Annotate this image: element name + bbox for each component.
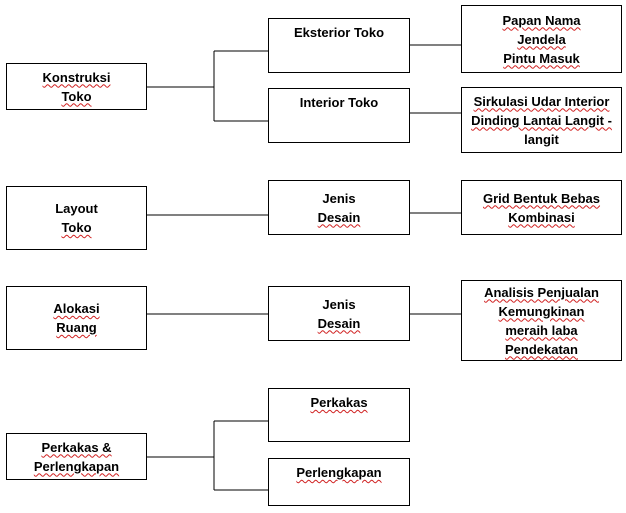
jenis-desain-line1: Jenis (322, 296, 356, 312)
kemungkinan-item: Kemungkinan (498, 303, 585, 319)
eksterior-toko-box: Eksterior Toko (268, 18, 410, 73)
perkakas-perlengkapan-line2: Perlengkapan (33, 458, 120, 474)
layout-items-box: Grid Bentuk Bebas Kombinasi (461, 180, 622, 235)
alokasi-ruang-line1: Alokasi (53, 301, 100, 316)
alokasi-ruang-box: Alokasi Ruang (6, 286, 147, 350)
jenis-desain-line2: Desain (317, 315, 361, 331)
jendela-item: Jendela (517, 31, 566, 47)
layout-toko-line1: Layout (55, 201, 98, 216)
interior-toko-box: Interior Toko (268, 88, 410, 143)
konstruksi-toko-line1: Konstruksi (42, 69, 111, 85)
alokasi-ruang-line2: Ruang (56, 320, 97, 335)
layout-toko-line2: Toko (61, 220, 92, 235)
langit-item: langit (524, 131, 559, 147)
pendekatan-item: Pendekatan (505, 341, 578, 357)
perkakas-perlengkapan-box: Perkakas & Perlengkapan (6, 433, 147, 480)
papan-nama-item: Papan Nama (502, 12, 581, 28)
pintu-masuk-item: Pintu Masuk (503, 50, 580, 66)
alokasi-items-box: Analisis Penjualan Kemungkinan meraih la… (461, 280, 622, 361)
jenis-desain-line2: Desain (317, 209, 361, 225)
konstruksi-toko-box: Konstruksi Toko (6, 63, 147, 110)
jenis-desain-line1: Jenis (322, 190, 356, 206)
perkakas-label: Perkakas (310, 395, 368, 410)
jenis-desain-box-alokasi: Jenis Desain (268, 286, 410, 341)
sirkulasi-item: Sirkulasi Udar Interior (473, 93, 610, 109)
perlengkapan-label: Perlengkapan (296, 465, 382, 480)
perkakas-perlengkapan-line1: Perkakas & (41, 439, 112, 455)
interior-toko-label: Interior Toko (299, 95, 379, 110)
jenis-desain-box-layout: Jenis Desain (268, 180, 410, 235)
layout-toko-box: Layout Toko (6, 186, 147, 250)
analisis-penjualan-item: Analisis Penjualan (484, 284, 599, 300)
eksterior-toko-label: Eksterior Toko (293, 25, 385, 40)
konstruksi-toko-line2: Toko (61, 88, 92, 104)
eksterior-items-box: Papan Nama Jendela Pintu Masuk (461, 5, 622, 73)
kombinasi-item: Kombinasi (508, 209, 575, 225)
perkakas-box: Perkakas (268, 388, 410, 442)
dinding-lantai-item: Dinding Lantai Langit - (471, 112, 612, 128)
interior-items-box: Sirkulasi Udar Interior Dinding Lantai L… (461, 87, 622, 153)
grid-bentuk-bebas-item: Grid Bentuk Bebas (482, 190, 601, 206)
perlengkapan-box: Perlengkapan (268, 458, 410, 506)
meraih-laba-item: meraih laba (505, 322, 578, 338)
